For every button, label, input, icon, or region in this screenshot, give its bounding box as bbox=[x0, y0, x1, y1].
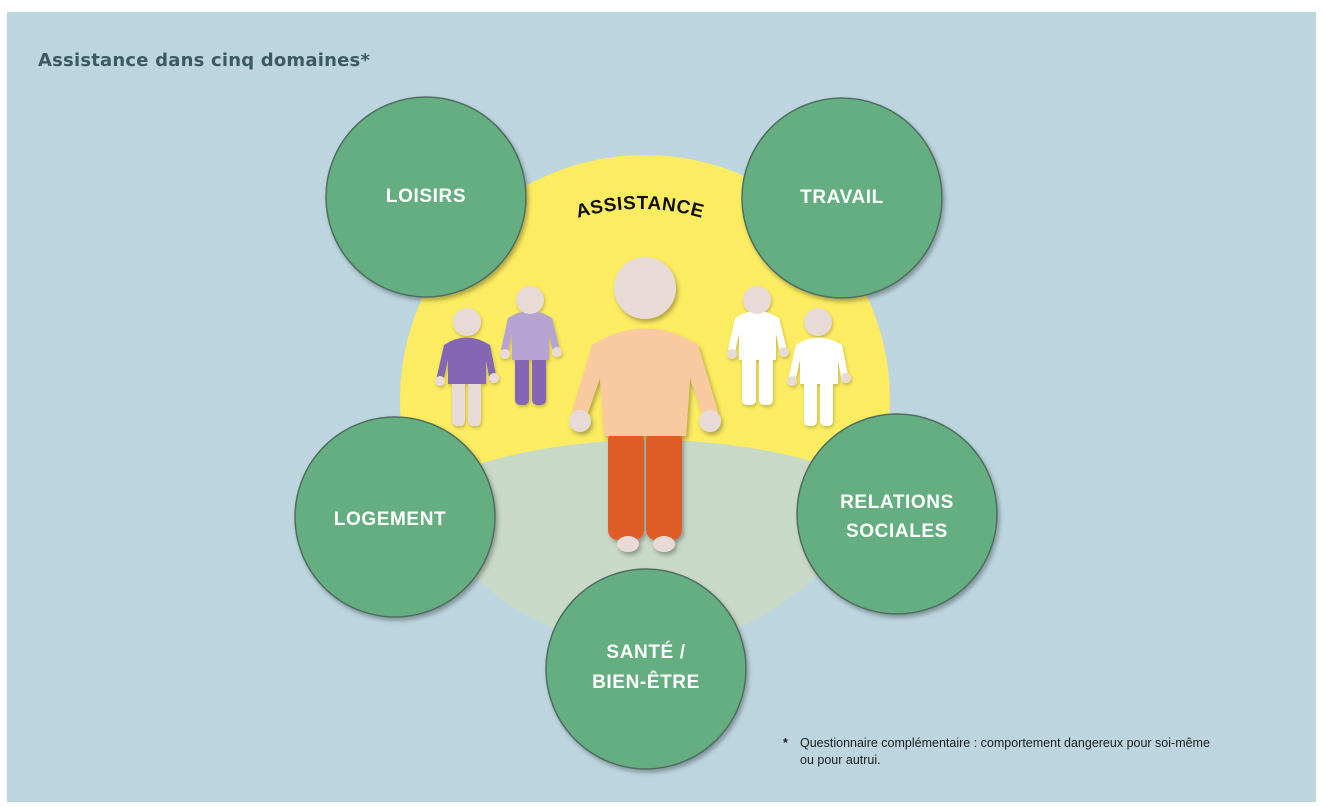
person-figure-purple-light bbox=[500, 286, 562, 405]
domain-label-travail: TRAVAIL bbox=[800, 187, 884, 208]
person-figure-purple-dark bbox=[435, 308, 499, 426]
domain-label-logement: LOGEMENT bbox=[334, 509, 446, 530]
person-figure-white-2 bbox=[787, 308, 851, 426]
footnote-line-1: Questionnaire complémentaire : comportem… bbox=[800, 736, 1210, 750]
person-figure-main bbox=[569, 257, 721, 552]
domain-label-relations: RELATIONS bbox=[840, 492, 954, 513]
domain-label-bien-etre: BIEN-ÊTRE bbox=[592, 671, 700, 693]
domain-label-sociales: SOCIALES bbox=[846, 521, 948, 542]
domain-travail: TRAVAIL bbox=[741, 97, 943, 299]
person-figure-white-1 bbox=[727, 286, 789, 405]
domain-sante-bien-etre: SANTÉ / BIEN-ÊTRE bbox=[545, 568, 747, 770]
domain-loisirs: LOISIRS bbox=[325, 96, 527, 298]
footnote-line-2: ou pour autrui. bbox=[800, 753, 881, 767]
domain-label-loisirs: LOISIRS bbox=[386, 186, 466, 207]
footnote: * Questionnaire complémentaire : comporte… bbox=[783, 735, 1253, 769]
domain-label-sante: SANTÉ / bbox=[606, 641, 685, 663]
domain-relations-sociales: RELATIONS SOCIALES bbox=[796, 413, 998, 615]
page-title: Assistance dans cinq domaines* bbox=[38, 50, 371, 71]
domain-logement: LOGEMENT bbox=[294, 416, 496, 618]
footnote-marker: * bbox=[783, 736, 788, 750]
